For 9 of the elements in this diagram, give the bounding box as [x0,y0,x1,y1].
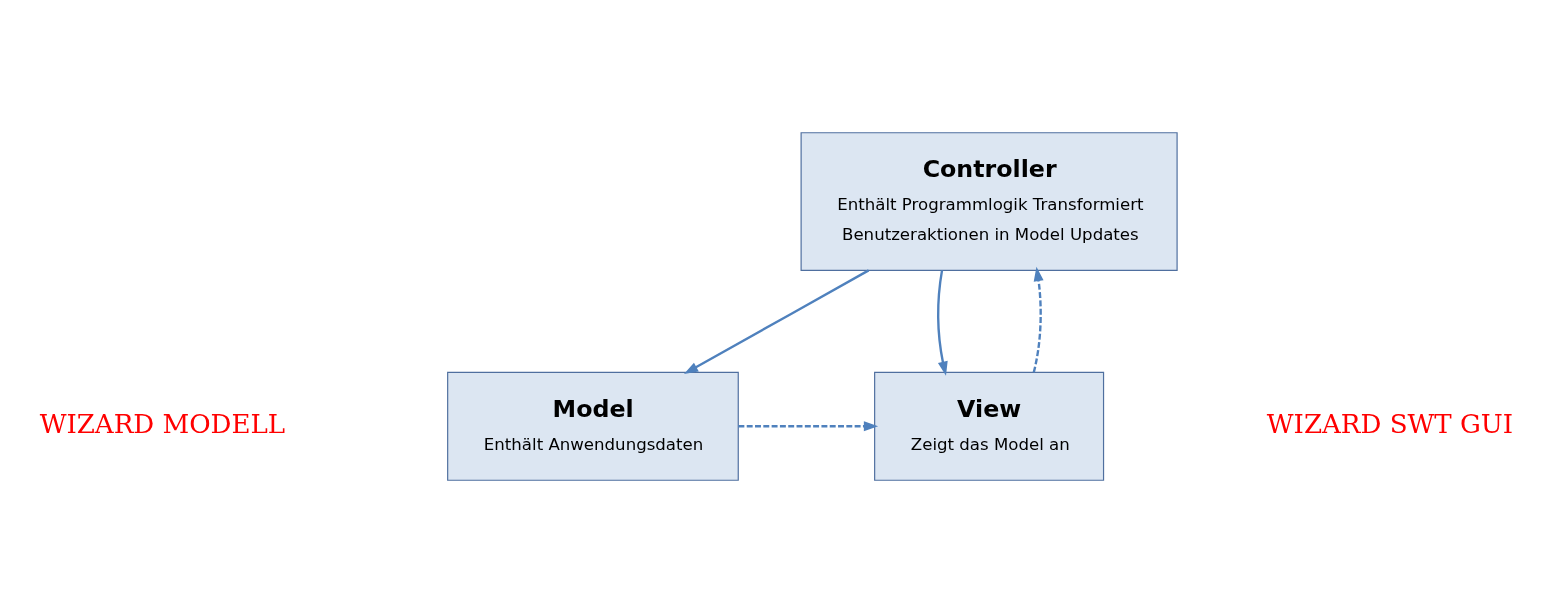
label: WIZARD MODELL [39,408,286,439]
arrow [683,268,870,374]
node-box: View Zeigt das Model an [874,371,1105,481]
arrow [738,420,879,431]
arrow [1032,266,1044,373]
label: WIZARD SWT GUI [1266,408,1514,439]
arrow [937,269,948,376]
node-box: Controller Enthält Programmlogik Transformiert Benutzeraktionen in Model Updates [800,131,1178,271]
node-box: Model Enthält Anwendungsdaten [447,371,739,481]
